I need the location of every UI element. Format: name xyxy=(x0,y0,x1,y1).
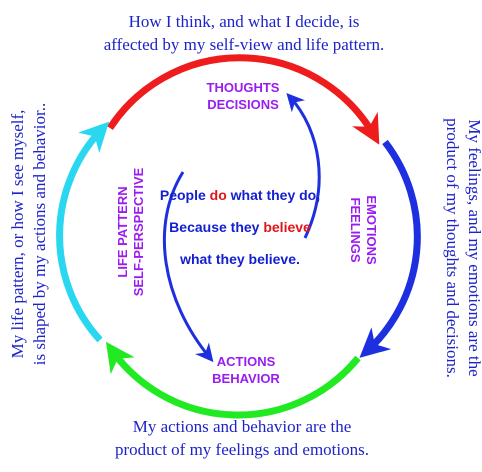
center-line1: People do what they do, xyxy=(160,187,320,203)
caption-bottom-line2: product of my feelings and emotions. xyxy=(115,440,369,459)
caption-top-line1: How I think, and what I decide, is xyxy=(129,12,360,31)
caption-left-line2: is shaped by my actions and behavior.. xyxy=(30,103,49,366)
node-life-pattern-line2: SELF-PERSPECTIVE xyxy=(131,167,146,296)
center-line1-pre: People xyxy=(160,187,210,203)
inner-arrow-lower xyxy=(162,171,214,363)
arc-bottom-green xyxy=(105,341,361,419)
node-actions-line2: BEHAVIOR xyxy=(212,371,280,386)
caption-left-line1: My life pattern, or how I see myself, xyxy=(8,110,27,359)
node-actions-line1: ACTIONS xyxy=(217,354,276,369)
center-line2: Because they believe xyxy=(169,219,311,235)
caption-top-line2: affected by my self-view and life patter… xyxy=(104,35,385,54)
node-thoughts-line1: THOUGHTS xyxy=(207,80,280,95)
caption-right-line1: My feelings, and my emotions are the xyxy=(465,119,482,376)
node-emotions-line2: FEELINGS xyxy=(348,197,363,262)
node-thoughts-line2: DECISIONS xyxy=(207,97,279,112)
caption-right-line2: product of my thoughts and decisions. xyxy=(443,118,462,378)
inner-arrow-upper xyxy=(286,93,321,239)
arc-left-cyan xyxy=(56,121,110,343)
arc-right-blue xyxy=(359,139,421,358)
center-line2-pre: Because they xyxy=(169,219,263,235)
center-line2-highlight: believe xyxy=(263,219,311,235)
center-line1-highlight: do xyxy=(210,187,227,203)
arc-top-red xyxy=(107,54,380,145)
center-line1-post: what they do, xyxy=(227,187,320,203)
node-emotions-line1: EMOTIONS xyxy=(364,195,379,265)
node-life-pattern-line1: LIFE PATTERN xyxy=(115,186,130,277)
center-line3: what they believe. xyxy=(179,251,300,267)
caption-bottom-line1: My actions and behavior are the xyxy=(133,417,352,436)
